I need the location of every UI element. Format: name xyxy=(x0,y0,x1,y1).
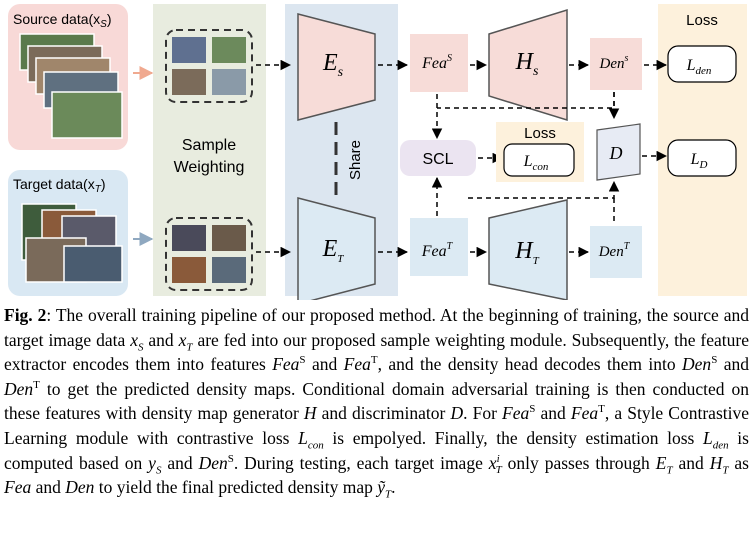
l-den-box xyxy=(667,45,737,83)
inner-loss-title: Loss xyxy=(524,125,556,142)
target-encoder xyxy=(297,197,376,300)
source-density-head xyxy=(488,8,568,122)
svg-text:SCL: SCL xyxy=(422,151,453,168)
svg-text:LD: LD xyxy=(690,151,708,171)
source-encoder xyxy=(297,13,376,121)
target-weighted-samples xyxy=(165,217,253,291)
source-density-box xyxy=(590,38,642,90)
loss-title: Loss xyxy=(686,12,718,29)
svg-text:DenT: DenT xyxy=(598,241,631,260)
figure-caption: Fig. 2: The overall training pipeline of… xyxy=(4,305,749,501)
svg-text:HT: HT xyxy=(514,238,539,267)
target-density-head xyxy=(488,199,568,300)
source-data-label: Source data(xS) xyxy=(13,11,112,30)
target-image-stack xyxy=(21,203,123,283)
target-data-label: Target data(xT) xyxy=(13,176,106,195)
sample-weighting-label-line1: Sample xyxy=(182,137,236,154)
svg-text:Es: Es xyxy=(322,50,344,80)
svg-text:ET: ET xyxy=(322,236,345,265)
pipeline-diagram: Source data(xS) Target data(xT) Sample W… xyxy=(8,4,747,300)
weighting-panel xyxy=(153,4,266,296)
svg-text:Dens: Dens xyxy=(599,53,629,72)
source-image-stack xyxy=(19,33,123,139)
svg-text:FeaT: FeaT xyxy=(421,241,454,260)
target-density-box xyxy=(590,226,642,278)
discriminator xyxy=(596,123,641,181)
svg-text:D: D xyxy=(609,143,623,163)
scl-box xyxy=(400,140,476,176)
svg-text:Hs: Hs xyxy=(515,49,539,79)
svg-text:FeaS: FeaS xyxy=(421,53,452,72)
caption-label: Fig. 2 xyxy=(4,305,47,325)
sample-weighting-label-line2: Weighting xyxy=(174,159,245,176)
share-label: Share xyxy=(347,140,364,180)
l-con-box xyxy=(503,143,575,177)
source-feature-box xyxy=(410,34,468,92)
source-weighted-samples xyxy=(165,29,253,103)
l-d-box xyxy=(667,139,737,177)
svg-text:Lden: Lden xyxy=(686,57,712,77)
svg-text:Lcon: Lcon xyxy=(523,153,549,173)
target-feature-box xyxy=(410,218,468,276)
